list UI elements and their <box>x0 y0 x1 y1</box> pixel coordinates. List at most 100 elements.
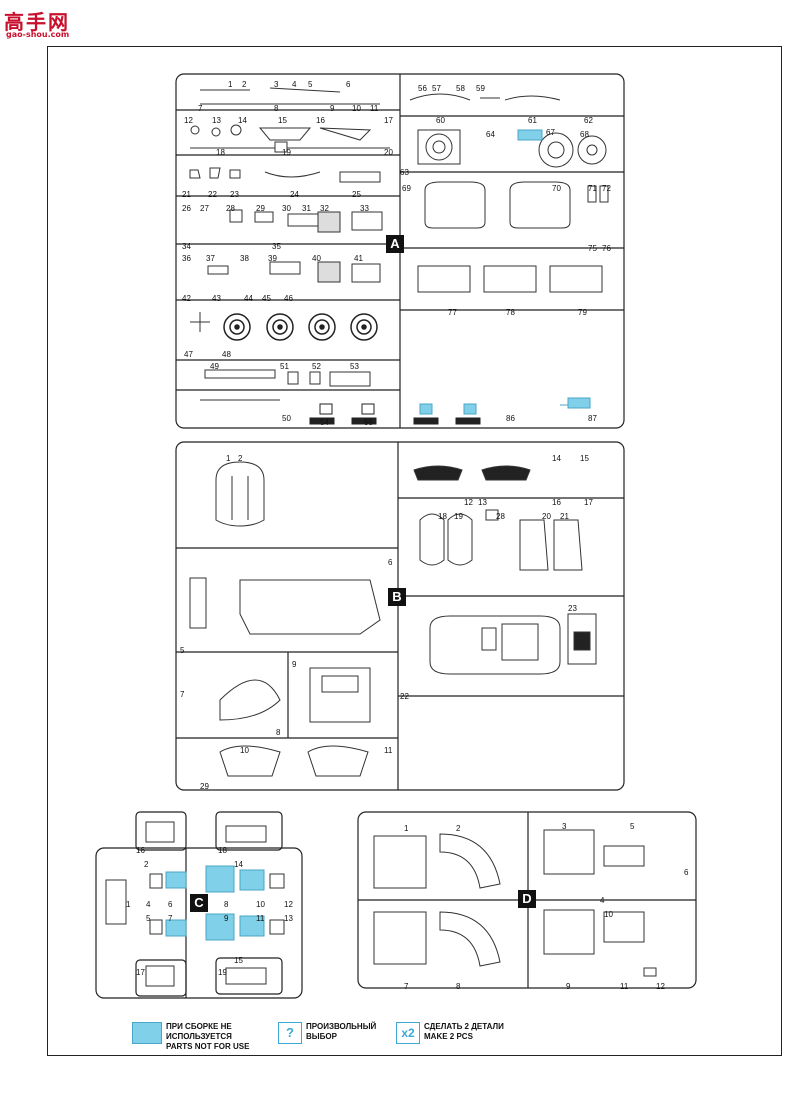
part-number-a-21: 21 <box>182 190 191 199</box>
part-number-d-12: 12 <box>656 982 665 991</box>
part-number-b-22: 22 <box>400 692 409 701</box>
sprue-label-b: B <box>388 588 406 606</box>
part-number-a-38: 38 <box>240 254 249 263</box>
part-number-d-6: 6 <box>684 868 689 877</box>
part-number-b-18: 18 <box>438 512 447 521</box>
part-number-b-11: 11 <box>384 746 393 755</box>
part-number-b-28: 28 <box>496 512 505 521</box>
part-number-a-20: 20 <box>384 148 393 157</box>
sprue-a-bottom-parts <box>309 403 481 425</box>
part-number-a-27: 27 <box>200 204 209 213</box>
logo-subtext: gao-shou.com <box>6 30 70 39</box>
part-number-a-52: 52 <box>312 362 321 371</box>
sprue-label-d: D <box>518 890 536 908</box>
sprue-d-parts <box>373 829 657 977</box>
part-number-a-31: 31 <box>302 204 311 213</box>
part-number-a-3: 3 <box>274 80 279 89</box>
part-number-a-29: 29 <box>256 204 265 213</box>
sprue-b-parts <box>189 461 597 777</box>
part-number-a-45: 45 <box>262 294 271 303</box>
part-number-a-39: 39 <box>268 254 277 263</box>
part-number-a-46: 46 <box>284 294 293 303</box>
part-number-a-77: 77 <box>448 308 457 317</box>
part-number-a-15: 15 <box>278 116 287 125</box>
part-number-c-11: 11 <box>256 914 265 923</box>
part-number-d-10: 10 <box>604 910 613 919</box>
legend-not-used-ru: ПРИ СБОРКЕ НЕ ИСПОЛЬЗУЕТСЯ <box>166 1022 232 1041</box>
legend-not-used-en: PARTS NOT FOR USE <box>166 1042 250 1051</box>
part-number-c-1: 1 <box>126 900 131 909</box>
part-number-b-14: 14 <box>552 454 561 463</box>
logo-text: 高手网 <box>4 10 70 34</box>
part-number-a-67: 67 <box>546 128 555 137</box>
part-number-b-12: 12 <box>464 498 473 507</box>
part-number-a-24: 24 <box>290 190 299 199</box>
sprue-label-c: C <box>190 894 208 912</box>
part-number-d-3: 3 <box>562 822 567 831</box>
part-number-a-59: 59 <box>476 84 485 93</box>
sprue-a-small-parts <box>189 87 390 401</box>
part-number-c-12: 12 <box>284 900 293 909</box>
part-number-c-8: 8 <box>224 900 229 909</box>
part-number-b-2: 2 <box>238 454 243 463</box>
part-number-d-1: 1 <box>404 824 409 833</box>
part-number-c-15: 15 <box>234 956 243 965</box>
part-number-a-78: 78 <box>506 308 515 317</box>
part-number-a-23: 23 <box>230 190 239 199</box>
part-number-b-5: 5 <box>180 646 185 655</box>
part-number-a-14: 14 <box>238 116 247 125</box>
optional-choice-icon: ? <box>278 1022 302 1044</box>
part-number-a-13: 13 <box>212 116 221 125</box>
part-number-a-50: 50 <box>282 414 291 423</box>
part-number-b-23: 23 <box>568 604 577 613</box>
part-number-a-32: 32 <box>320 204 329 213</box>
part-number-c-17: 17 <box>136 968 145 977</box>
part-number-b-19: 19 <box>454 512 463 521</box>
part-number-a-72: 72 <box>602 184 611 193</box>
part-number-a-34: 34 <box>182 242 191 251</box>
part-number-c-14: 14 <box>234 860 243 869</box>
part-number-b-21: 21 <box>560 512 569 521</box>
part-number-a-7: 7 <box>198 104 203 113</box>
part-number-a-25: 25 <box>352 190 361 199</box>
part-number-a-40: 40 <box>312 254 321 263</box>
instruction-page-frame <box>47 46 782 1056</box>
part-number-b-15: 15 <box>580 454 589 463</box>
part-number-a-58: 58 <box>456 84 465 93</box>
part-number-c-9: 9 <box>224 914 229 923</box>
part-number-a-12: 12 <box>184 116 193 125</box>
part-number-a-30: 30 <box>282 204 291 213</box>
part-number-d-5: 5 <box>630 822 635 831</box>
part-number-a-86: 86 <box>506 414 515 423</box>
part-number-a-56: 56 <box>418 84 427 93</box>
part-number-b-29: 29 <box>200 782 209 791</box>
part-number-d-8: 8 <box>456 982 461 991</box>
part-number-b-6: 6 <box>388 558 393 567</box>
part-number-a-18: 18 <box>216 148 225 157</box>
part-number-a-41: 41 <box>354 254 363 263</box>
part-number-a-6: 6 <box>346 80 351 89</box>
sprue-label-a: A <box>386 235 404 253</box>
part-number-c-5: 5 <box>146 914 151 923</box>
legend-make-two-en: MAKE 2 PCS <box>424 1032 473 1041</box>
part-number-c-13: 13 <box>284 914 293 923</box>
make-two-icon: x2 <box>396 1022 420 1044</box>
part-number-a-44: 44 <box>244 294 253 303</box>
sprue-a-right-parts <box>409 93 609 409</box>
part-number-c-7: 7 <box>168 914 173 923</box>
part-number-a-43: 43 <box>212 294 221 303</box>
part-number-c-4: 4 <box>146 900 151 909</box>
part-number-a-42: 42 <box>182 294 191 303</box>
part-number-b-8: 8 <box>276 728 281 737</box>
legend-optional: ПРОИЗВОЛЬНЫЙ ВЫБОР <box>306 1022 377 1041</box>
part-number-a-62: 62 <box>584 116 593 125</box>
part-number-a-37: 37 <box>206 254 215 263</box>
part-number-b-7: 7 <box>180 690 185 699</box>
part-number-a-9: 9 <box>330 104 335 113</box>
part-number-a-17: 17 <box>384 116 393 125</box>
legend-make-two-ru: СДЕЛАТЬ 2 ДЕТАЛИ <box>424 1022 504 1031</box>
part-number-c-16: 16 <box>136 846 145 855</box>
part-number-a-87: 87 <box>588 414 597 423</box>
part-number-a-53: 53 <box>350 362 359 371</box>
